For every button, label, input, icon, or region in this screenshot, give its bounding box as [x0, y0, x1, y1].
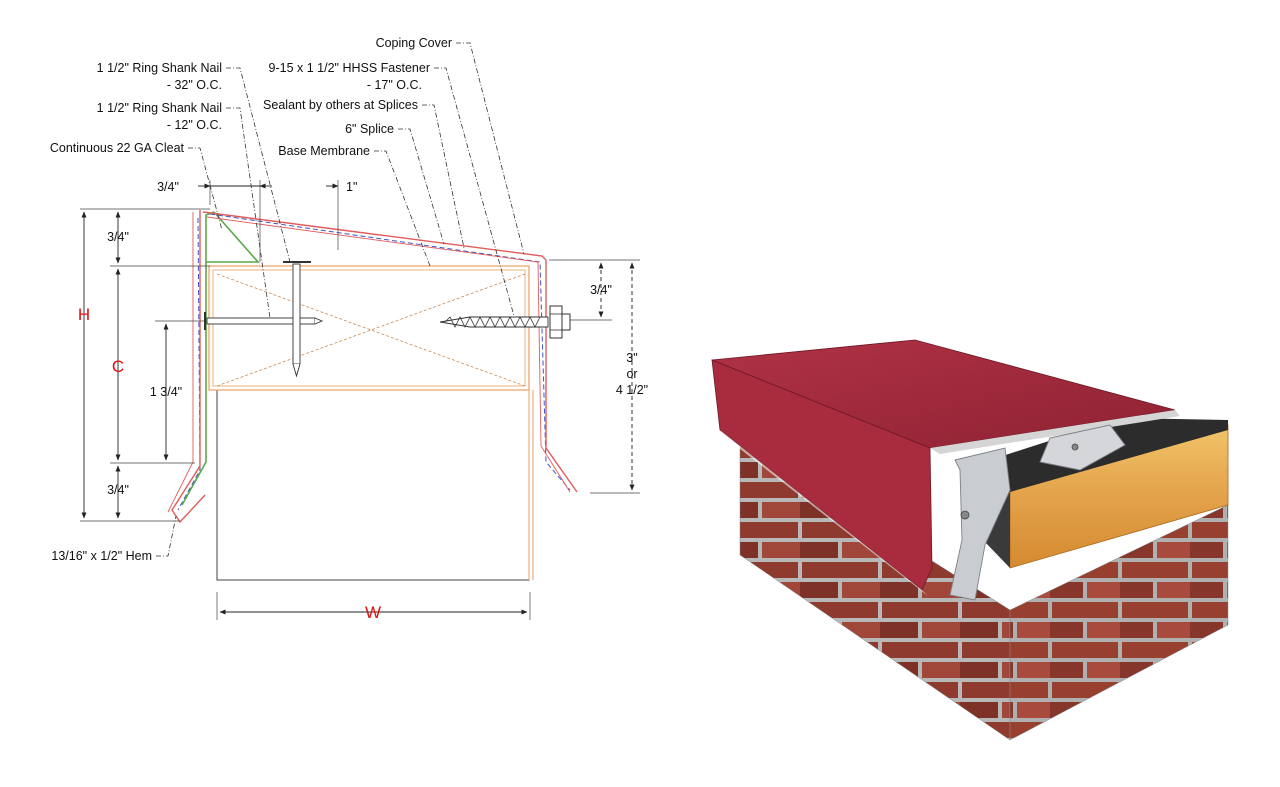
callout-nail-32-spacing: - 32" O.C. — [167, 78, 222, 92]
callout-nail-12-spacing: - 12" O.C. — [167, 118, 222, 132]
dim-inner-height: 1 3/4" — [150, 385, 182, 399]
callout-hem: 13/16" x 1/2" Hem — [51, 549, 152, 563]
membrane-top — [990, 418, 1228, 492]
dim-right-big-3: 4 1/2" — [616, 383, 648, 397]
callout-sealant: Sealant by others at Splices — [263, 98, 418, 112]
dim-W-label: W — [365, 603, 381, 622]
dim-H-label: H — [78, 305, 90, 324]
dim-C-label: C — [112, 357, 124, 376]
horizontal-nail — [204, 312, 324, 330]
hhss-fastener — [439, 305, 571, 339]
dim-top-left: 3/4" — [157, 180, 179, 194]
splice-plate — [930, 410, 1180, 454]
base-membrane-line — [177, 217, 201, 511]
vertical-nail — [283, 261, 311, 378]
dim-right-small: 3/4" — [590, 283, 612, 297]
callout-splice: 6" Splice — [345, 122, 394, 136]
brick-wall-front — [1009, 504, 1229, 741]
galvanized-cleat — [949, 424, 1126, 601]
wall-outline — [216, 389, 530, 581]
coping-cover-line — [171, 210, 206, 524]
callout-nail-32: 1 1/2" Ring Shank Nail — [97, 61, 222, 75]
callout-hhss-fastener: 9-15 x 1 1/2" HHSS Fastener — [269, 61, 430, 75]
callout-nail-12: 1 1/2" Ring Shank Nail — [97, 101, 222, 115]
wood-nailer — [208, 265, 534, 580]
dim-right-big-2: or — [626, 367, 637, 381]
coping-3d-render — [711, 339, 1229, 741]
dim-left-top: 3/4" — [107, 230, 129, 244]
callout-base-membrane: Base Membrane — [278, 144, 370, 158]
callout-coping-cover: Coping Cover — [376, 36, 452, 50]
coping-cover-face — [711, 359, 933, 591]
dim-top-right: 1" — [346, 180, 357, 194]
dim-right-big-1: 3" — [626, 351, 637, 365]
callout-cleat: Continuous 22 GA Cleat — [50, 141, 185, 155]
dim-left-bottom: 3/4" — [107, 483, 129, 497]
callout-hhss-spacing: - 17" O.C. — [367, 78, 422, 92]
section-drawing: Coping Cover 9-15 x 1 1/2" HHSS Fastener… — [50, 36, 648, 622]
